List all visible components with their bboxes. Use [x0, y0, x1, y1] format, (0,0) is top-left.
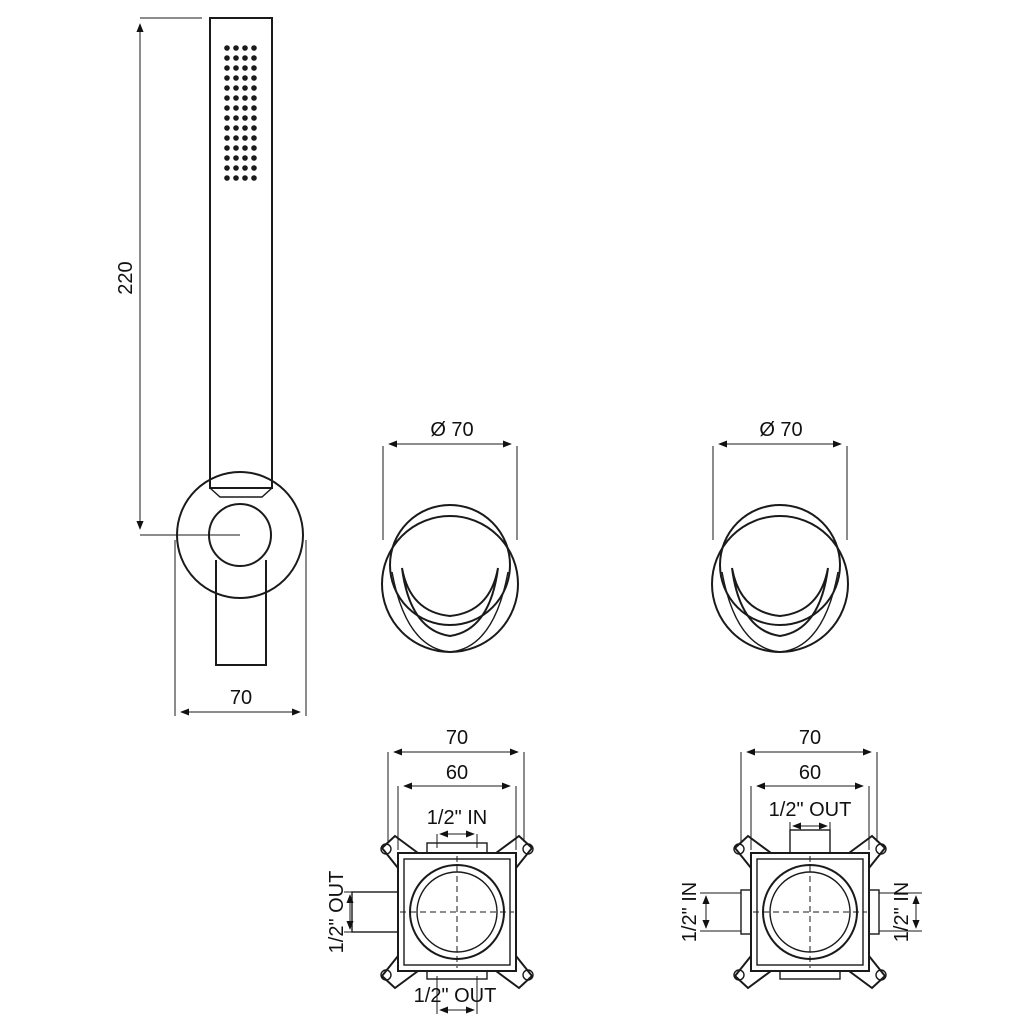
nozzle-dot	[224, 145, 230, 151]
nozzle-dot	[251, 95, 257, 101]
shower-handle	[209, 17, 273, 489]
box-right-top-port-label: 1/2" OUT	[769, 799, 852, 821]
mixer-right-view: Ø 70	[711, 419, 849, 653]
nozzle-dot	[233, 125, 239, 131]
nozzle-dot	[224, 165, 230, 171]
nozzle-dot	[242, 145, 248, 151]
nozzle-dot	[251, 175, 257, 181]
nozzle-dot	[224, 175, 230, 181]
box-left-inner-width-label: 60	[446, 762, 468, 784]
spray-nozzle-grid	[224, 45, 257, 181]
mixer-right-ring	[719, 504, 841, 626]
hose-connector	[215, 560, 267, 666]
nozzle-dot	[224, 85, 230, 91]
nozzle-dot	[233, 95, 239, 101]
nozzle-dot	[224, 105, 230, 111]
nozzle-dot	[242, 165, 248, 171]
box-left-view: 70 60 1/2" IN 1/2" OUT 1/2" OUT	[326, 727, 534, 1014]
nozzle-dot	[242, 135, 248, 141]
mixer-right-rosette	[711, 515, 849, 653]
nozzle-dot	[224, 55, 230, 61]
nozzle-dot	[242, 65, 248, 71]
nozzle-dot	[224, 115, 230, 121]
nozzle-dot	[233, 145, 239, 151]
mixer-left-lever	[401, 567, 499, 638]
nozzle-dot	[251, 75, 257, 81]
box-right-left-port	[740, 889, 752, 935]
box-left-side-port	[351, 891, 399, 933]
handle-taper	[209, 487, 273, 498]
box-left-bottom-port	[426, 970, 488, 980]
nozzle-dot	[251, 55, 257, 61]
box-right-outer-width-label: 70	[799, 727, 821, 749]
width-label: 70	[230, 687, 252, 709]
nozzle-dot	[233, 135, 239, 141]
box-right-right-port	[868, 889, 880, 935]
nozzle-dot	[242, 155, 248, 161]
nozzle-dot	[242, 95, 248, 101]
box-right-right-port-label: 1/2" IN	[891, 882, 913, 942]
nozzle-dot	[242, 115, 248, 121]
mixer-left-diameter-label: Ø 70	[430, 419, 473, 441]
mixer-left-rosette	[381, 515, 519, 653]
nozzle-dot	[233, 115, 239, 121]
nozzle-dot	[233, 65, 239, 71]
box-right-inner-width-label: 60	[799, 762, 821, 784]
nozzle-dot	[233, 175, 239, 181]
mixer-left-view: Ø 70	[381, 419, 519, 653]
nozzle-dot	[233, 155, 239, 161]
nozzle-dot	[224, 135, 230, 141]
box-left-side-port-label: 1/2" OUT	[326, 871, 348, 954]
nozzle-dot	[233, 75, 239, 81]
box-left-outer-width-label: 70	[446, 727, 468, 749]
nozzle-dot	[224, 65, 230, 71]
nozzle-dot	[242, 125, 248, 131]
hand-shower-view: 220 70	[115, 17, 307, 716]
mixer-left-ring	[389, 504, 511, 626]
nozzle-dot	[251, 85, 257, 91]
box-left-top-port-label: 1/2" IN	[427, 807, 487, 829]
nozzle-dot	[251, 105, 257, 111]
nozzle-dot	[251, 65, 257, 71]
box-left-top-port	[426, 842, 488, 854]
nozzle-dot	[242, 55, 248, 61]
nozzle-dot	[233, 45, 239, 51]
nozzle-dot	[251, 165, 257, 171]
mixer-right-diameter-label: Ø 70	[759, 419, 802, 441]
height-label: 220	[115, 261, 137, 294]
nozzle-dot	[251, 135, 257, 141]
nozzle-dot	[251, 45, 257, 51]
nozzle-dot	[251, 125, 257, 131]
nozzle-dot	[251, 115, 257, 121]
nozzle-dot	[242, 45, 248, 51]
box-right-view: 70 60 1/2" OUT 1/2" IN 1/2" IN	[679, 727, 922, 990]
nozzle-dot	[233, 165, 239, 171]
mixer-right-lever	[731, 567, 829, 638]
box-right-left-port-label: 1/2" IN	[679, 882, 701, 942]
nozzle-dot	[233, 105, 239, 111]
nozzle-dot	[224, 95, 230, 101]
nozzle-dot	[242, 175, 248, 181]
box-right-bottom-port	[779, 970, 841, 980]
box-right-top-port	[789, 829, 831, 854]
nozzle-dot	[224, 155, 230, 161]
nozzle-dot	[251, 155, 257, 161]
nozzle-dot	[251, 145, 257, 151]
nozzle-dot	[242, 75, 248, 81]
nozzle-dot	[233, 55, 239, 61]
nozzle-dot	[224, 125, 230, 131]
nozzle-dot	[224, 45, 230, 51]
nozzle-dot	[224, 75, 230, 81]
box-left-bottom-port-label: 1/2" OUT	[414, 985, 497, 1007]
nozzle-dot	[233, 85, 239, 91]
nozzle-dot	[242, 105, 248, 111]
nozzle-dot	[242, 85, 248, 91]
